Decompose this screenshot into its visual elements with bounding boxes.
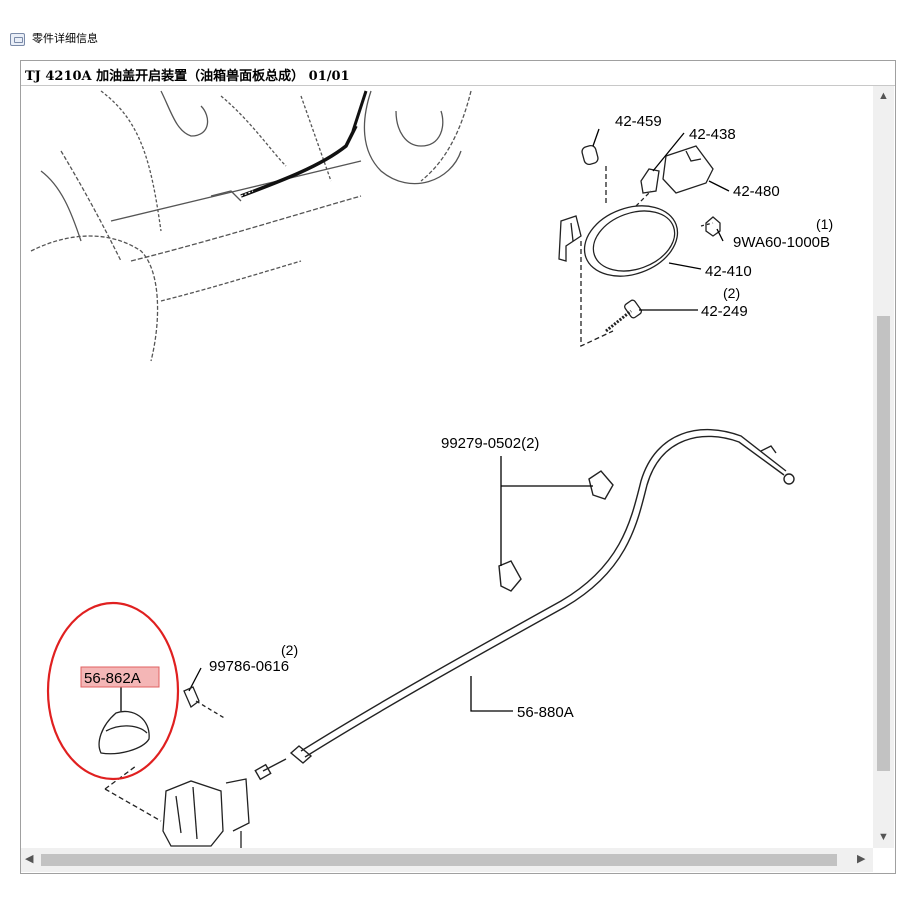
fuel-door-assembly — [558, 144, 721, 348]
label-42-438: 42-438 — [689, 126, 736, 143]
diagram-header: TJ 4210A 加油盖开启装置（油箱兽面板总成） 01/01 — [21, 61, 895, 86]
horizontal-scroll-thumb[interactable] — [41, 854, 837, 866]
diagram-header-text: TJ 4210A 加油盖开启装置（油箱兽面板总成） 01/01 — [25, 69, 350, 84]
label-99786: 99786-0616 — [209, 658, 289, 675]
label-42-249: 42-249 — [701, 303, 748, 320]
scroll-left-icon[interactable]: ◀ — [25, 853, 34, 865]
label-qty-9wa60: (1) — [816, 216, 833, 232]
part-labels: 42-459 42-438 42-480 (1) 9WA60-1000B 42-… — [84, 113, 833, 721]
window-title: 零件详细信息 — [32, 33, 98, 45]
highlight-label-box — [80, 666, 160, 688]
diagram-panel: TJ 4210A 加油盖开启装置（油箱兽面板总成） 01/01 — [20, 60, 896, 874]
scroll-right-icon[interactable]: ▶ — [857, 853, 866, 865]
vertical-scroll-thumb[interactable] — [877, 316, 890, 771]
scroll-up-icon[interactable]: ▲ — [878, 90, 889, 102]
parts-diagram: 42-459 42-438 42-480 (1) 9WA60-1000B 42-… — [30, 90, 833, 848]
label-42-459: 42-459 — [615, 113, 662, 130]
car-body-drawing — [30, 90, 472, 362]
label-42-480: 42-480 — [733, 183, 780, 200]
highlight-ring — [46, 601, 180, 781]
opener-handle-assembly — [98, 686, 250, 848]
label-qty-42-249: (2) — [723, 285, 740, 301]
scroll-down-icon[interactable]: ▼ — [878, 831, 889, 843]
leader-lines — [120, 128, 730, 712]
release-cable — [254, 428, 795, 781]
window-titlebar: 零件详细信息 — [0, 24, 900, 52]
horizontal-scrollbar[interactable]: ◀ ▶ — [21, 848, 873, 872]
label-qty-99786: (2) — [281, 642, 298, 658]
label-99279: 99279-0502(2) — [441, 435, 539, 452]
label-56-862a: 56-862A — [84, 670, 141, 687]
car-door-strip — [240, 125, 358, 198]
label-9wa60: 9WA60-1000B — [733, 234, 830, 251]
label-42-410: 42-410 — [705, 263, 752, 280]
label-56-880a: 56-880A — [517, 704, 574, 721]
window-app-icon — [10, 33, 25, 46]
vertical-scrollbar[interactable]: ▲ ▼ — [873, 86, 894, 848]
